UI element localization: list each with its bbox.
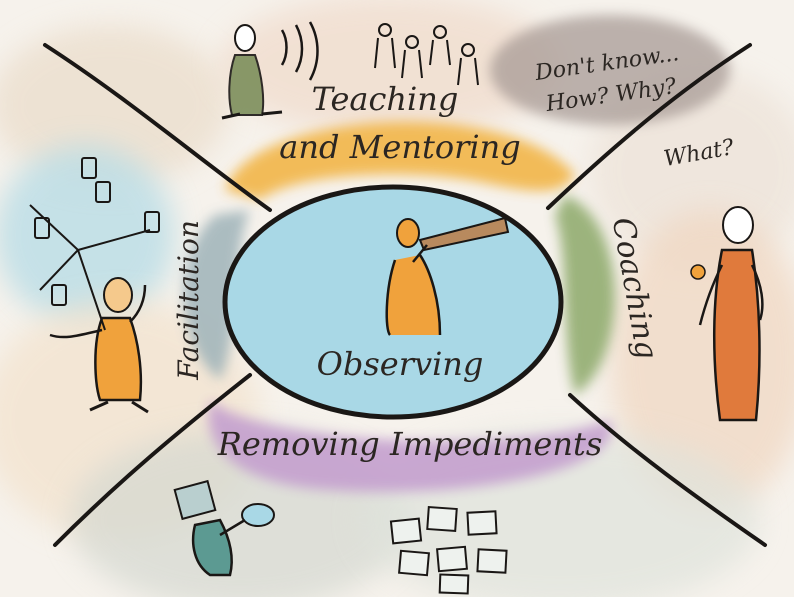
quadrant-lines — [43, 43, 767, 547]
telescope-observer-figure — [385, 216, 510, 336]
role-bands — [183, 121, 616, 492]
line-bottom-right — [568, 393, 767, 547]
line-top-right — [546, 43, 752, 210]
coach-figure — [690, 206, 764, 422]
teaching-label-line2: and Mentoring — [279, 128, 520, 166]
wash-top — [220, 0, 560, 135]
wash-question — [490, 15, 730, 125]
wash-top-left — [0, 25, 230, 185]
impediment-figure — [173, 479, 275, 577]
facilitator-figure — [49, 277, 149, 414]
band-impediments — [208, 400, 612, 492]
band-coaching — [555, 195, 616, 395]
facilitation-label: Facilitation — [172, 220, 205, 381]
student-group-figures — [374, 23, 479, 86]
teaching-label-line1: Teaching — [312, 80, 459, 118]
band-facilitation — [183, 210, 250, 380]
band-teaching — [225, 121, 575, 200]
board-cards-icon — [389, 505, 508, 595]
line-top-left — [43, 43, 272, 212]
line-bottom-left — [53, 373, 252, 547]
center-ellipse-outline — [222, 184, 564, 420]
documents-icon — [29, 157, 160, 331]
wash-left-blue — [0, 145, 175, 325]
impediments-label: Removing Impediments — [217, 425, 603, 463]
observing-label: Observing — [317, 345, 484, 383]
teacher-figure — [221, 21, 319, 120]
